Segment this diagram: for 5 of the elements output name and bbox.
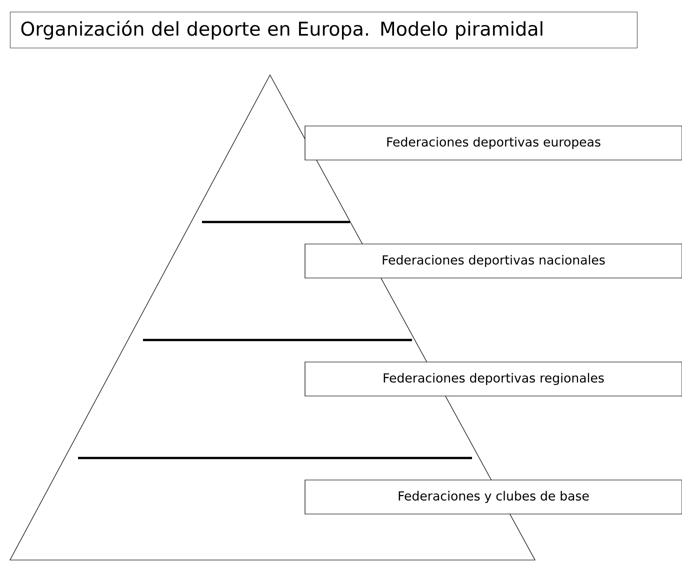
title-box: Organización del deporte en Europa. Modelo piramidal [10,12,638,48]
level-box: Federaciones y clubes de base [304,480,682,514]
level-box: Federaciones deportivas europeas [304,126,682,160]
level-box: Federaciones deportivas nacionales [304,244,682,278]
level-box: Federaciones deportivas regionales [304,362,682,396]
